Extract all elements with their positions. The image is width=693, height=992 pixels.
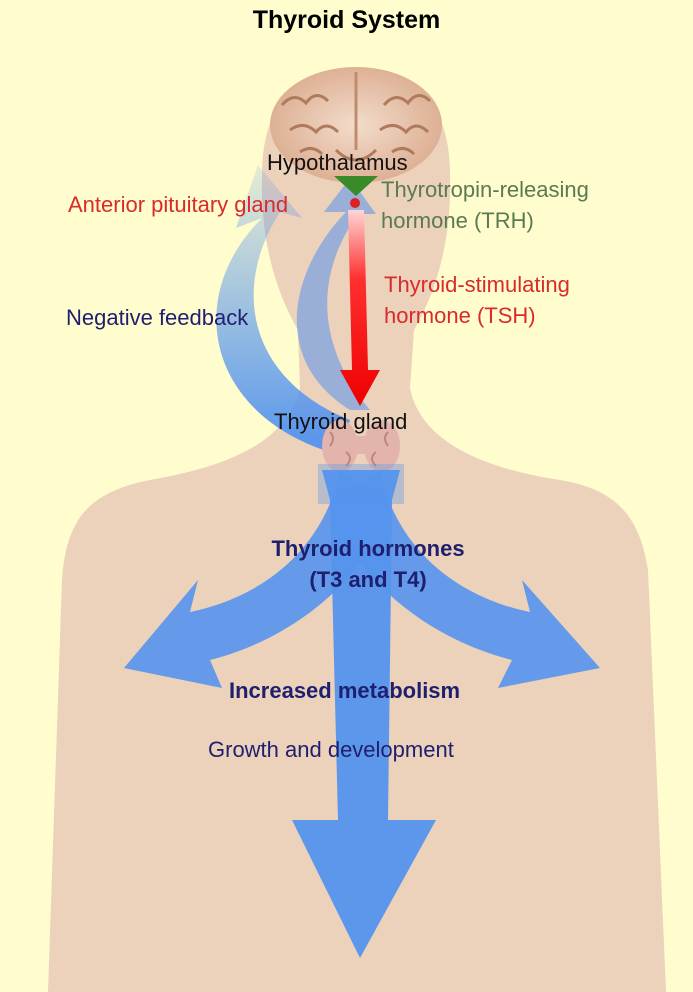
anterior-pituitary-dot (350, 198, 360, 208)
thyroid-hormones-label-line2: (T3 and T4) (200, 567, 536, 592)
thyroid-gland-label: Thyroid gland (274, 409, 407, 434)
trh-label-line1: Thyrotropin-releasing (381, 177, 589, 202)
increased-metabolism-label: Increased metabolism (229, 678, 460, 703)
growth-development-label: Growth and development (208, 737, 454, 762)
diagram-title: Thyroid System (0, 6, 693, 35)
trh-label-line2: hormone (TRH) (381, 208, 534, 233)
negative-feedback-label: Negative feedback (66, 305, 248, 330)
tsh-label-line2: hormone (TSH) (384, 303, 536, 328)
tsh-label-line1: Thyroid-stimulating (384, 272, 570, 297)
thyroid-hormones-label-line1: Thyroid hormones (200, 536, 536, 561)
anterior-pituitary-label: Anterior pituitary gland (68, 192, 288, 217)
hypothalamus-label: Hypothalamus (267, 150, 408, 175)
